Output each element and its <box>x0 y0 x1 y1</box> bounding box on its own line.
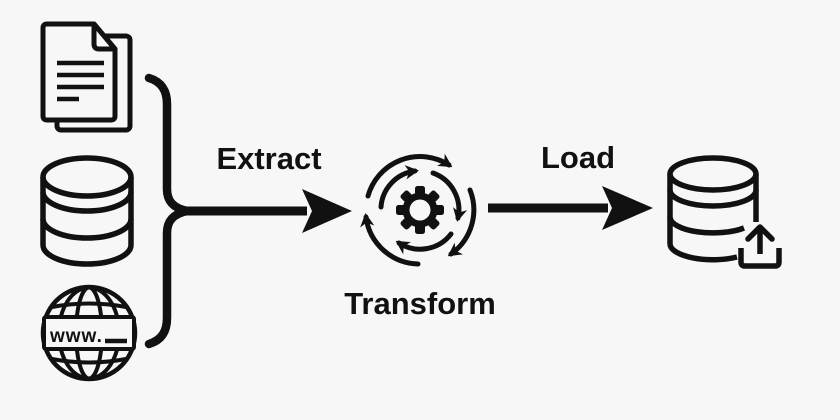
gear-icon <box>396 186 444 234</box>
upload-arrow-icon <box>738 224 782 269</box>
extract-label: Extract <box>216 141 321 176</box>
database-upload-icon <box>667 155 782 269</box>
database-icon <box>40 155 134 267</box>
globe-www-icon: www. <box>40 284 138 382</box>
curly-brace <box>144 73 189 349</box>
extract-arrow <box>186 189 352 233</box>
rotation-arrows-icon <box>360 153 477 267</box>
documents-icon <box>40 21 133 133</box>
load-arrow <box>488 186 653 230</box>
globe-url-text: www. <box>49 326 103 347</box>
gear-rotation-icon <box>360 153 477 267</box>
load-label: Load <box>541 140 615 175</box>
transform-label: Transform <box>344 286 496 321</box>
document-text-lines-icon <box>57 60 104 102</box>
